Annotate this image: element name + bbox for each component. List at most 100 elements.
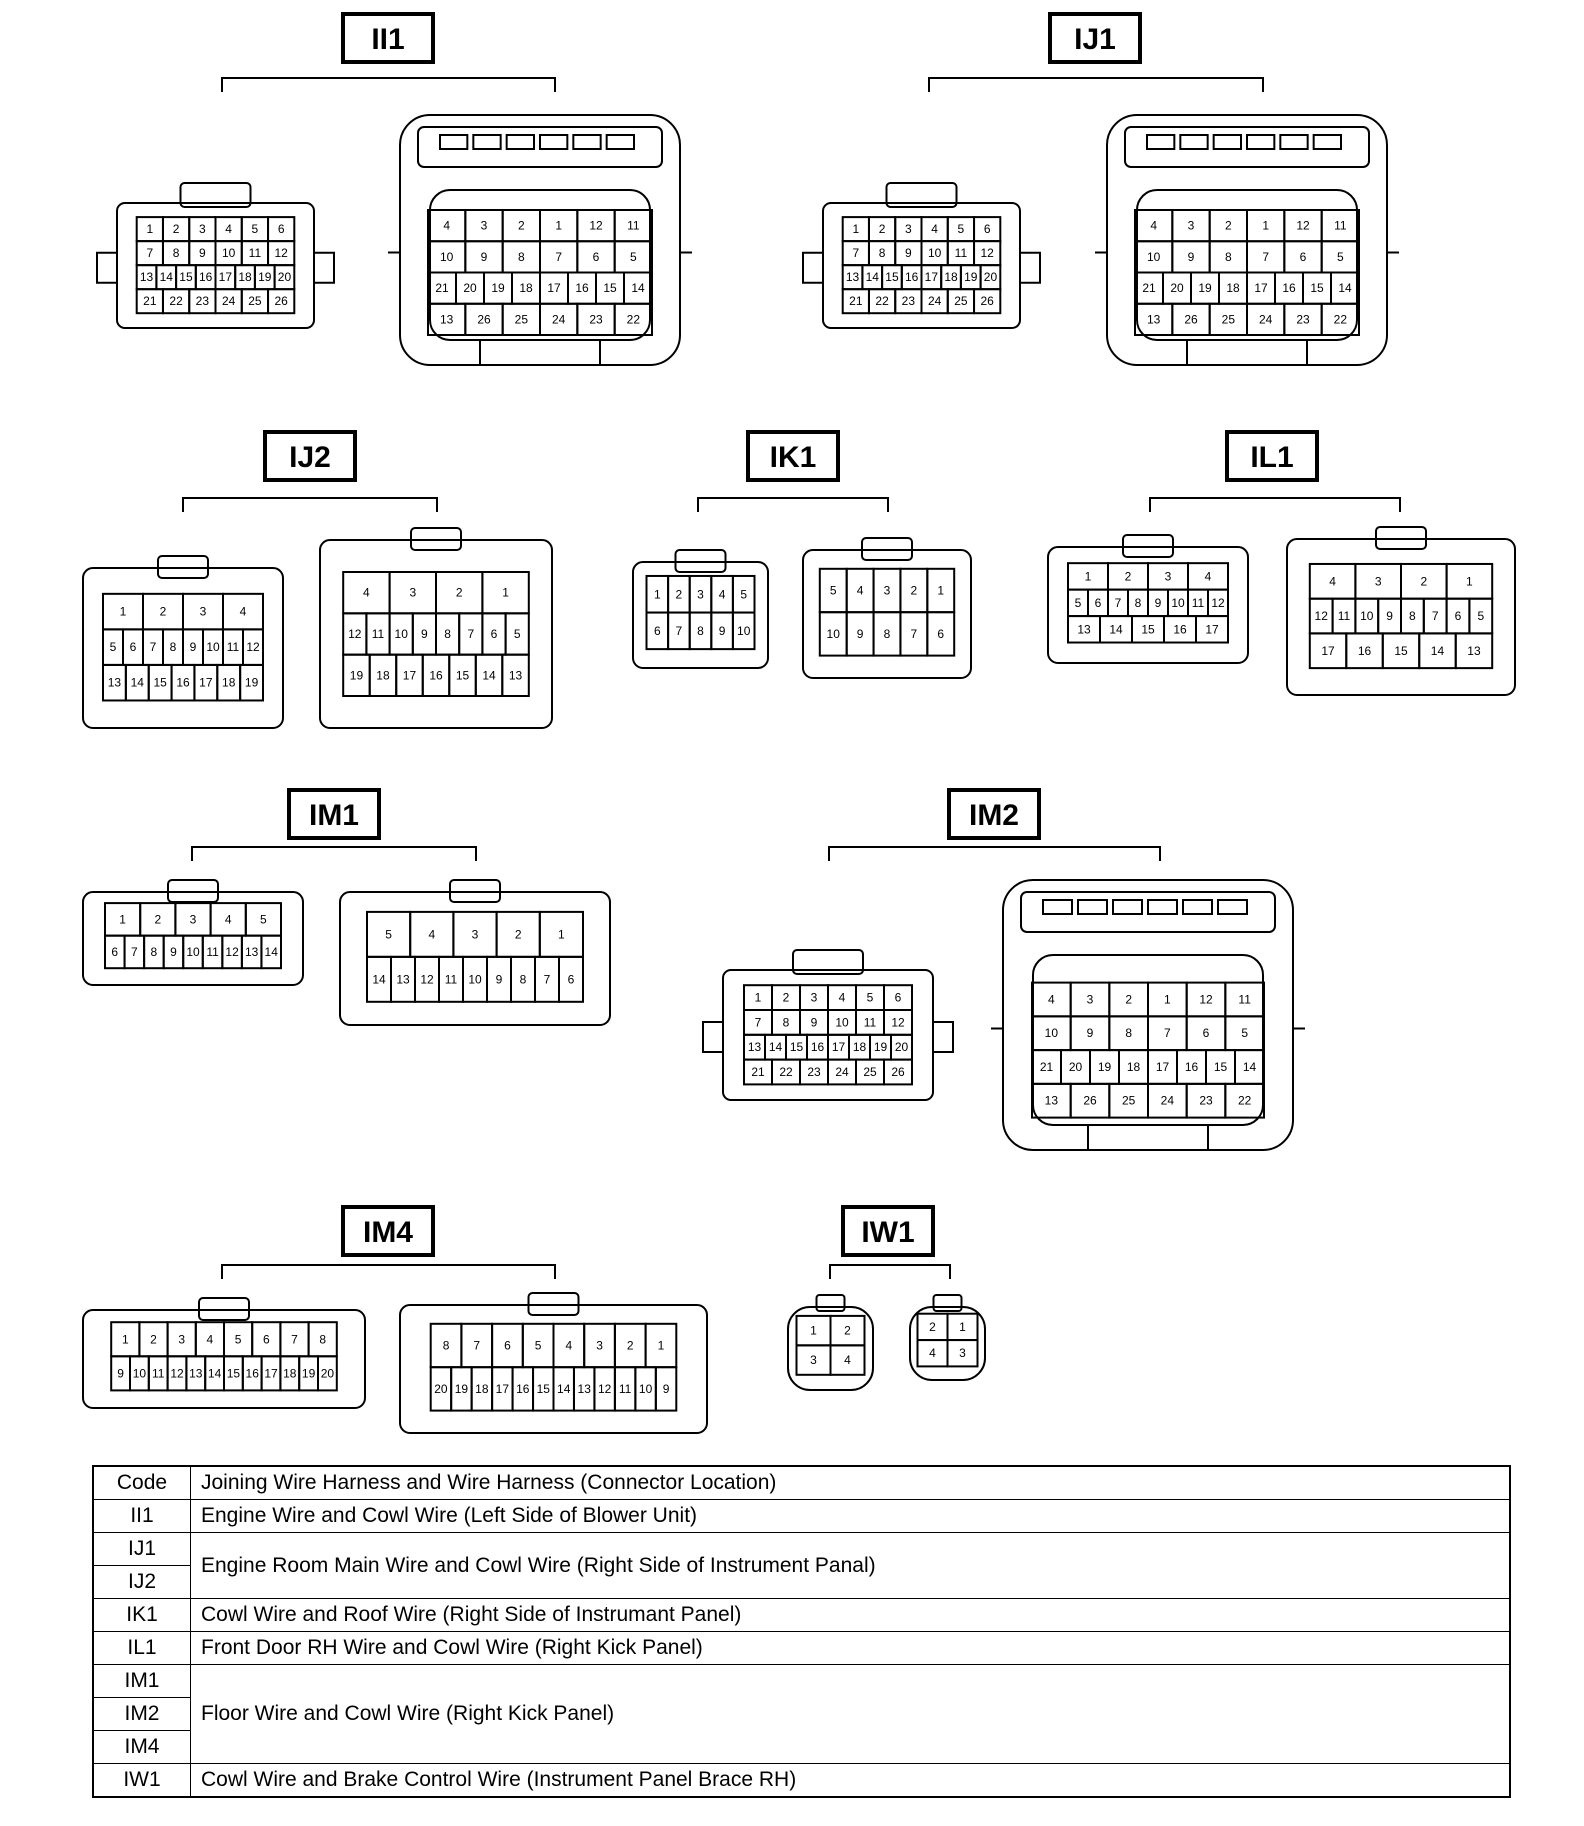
right-ij1-pin-cell: 15 <box>1302 271 1332 305</box>
left-ii1-pin-number: 22 <box>169 294 183 308</box>
right-il1-pin-number: 16 <box>1358 644 1372 658</box>
right-ij1-pin-number: 23 <box>1296 312 1310 326</box>
right-im1-pin-number: 10 <box>468 972 482 986</box>
left-im2-pin-cell: 3 <box>799 984 829 1012</box>
left-ij1-pin-cell: 1 <box>841 216 870 243</box>
right-il1-pin-number: 1 <box>1466 574 1473 588</box>
left-im1-pin-cell: 6 <box>104 934 126 970</box>
left-im1-pin-cell: 5 <box>244 902 283 937</box>
left-ik1-pin-number: 2 <box>676 587 683 601</box>
left-ij1-pin-number: 14 <box>866 270 880 284</box>
right-im2-pin-cell: 2 <box>1108 981 1150 1018</box>
left-ik1-pin-cell: 1 <box>645 574 670 614</box>
right-im2-pin-cell: 4 <box>1031 981 1072 1018</box>
right-ij2-pin-cell: 5 <box>504 612 530 656</box>
left-ij1-pin-cell: 6 <box>973 216 1002 243</box>
right-ii1-pin-cell: 8 <box>501 240 541 274</box>
left-ij2-pin-number: 11 <box>227 640 240 654</box>
left-im2-pin-cell: 17 <box>827 1033 850 1061</box>
left-im4-pin-number: 1 <box>122 1332 129 1346</box>
right-ij1-pin-number: 16 <box>1282 281 1296 295</box>
left-ij2-pin-number: 19 <box>245 676 259 690</box>
right-ij2-pin-number: 8 <box>444 627 451 641</box>
left-im1-pin-number: 11 <box>206 945 219 959</box>
left-ij2-pin-number: 4 <box>240 605 247 619</box>
left-im2-pin-cell: 25 <box>855 1058 885 1086</box>
left-im2-pin-number: 20 <box>895 1040 909 1054</box>
right-im2-pin-cell: 7 <box>1147 1015 1188 1052</box>
left-im2-pin-cell: 6 <box>883 984 913 1012</box>
left-ij1-pin-cell: 14 <box>861 264 884 291</box>
left-ii1-pin-number: 20 <box>278 270 292 284</box>
left-il1-pin-number: 5 <box>1075 596 1082 610</box>
right-ik1-pin-cell: 8 <box>872 611 902 657</box>
connector-label-box-ij1 <box>1048 12 1142 64</box>
left-ij1-pin-cell: 25 <box>946 288 976 315</box>
left-ii1-pin-cell: 24 <box>214 288 243 315</box>
right-il1-pin-number: 2 <box>1420 574 1427 588</box>
right-ii1-slot <box>472 134 502 150</box>
right-ik1-pin-number: 7 <box>911 627 918 641</box>
right-ij1-pin-number: 1 <box>1262 219 1269 233</box>
right-ij2-pin-cell: 9 <box>411 612 437 656</box>
right-ii1-pin-cell: 17 <box>539 271 569 305</box>
right-ij1-slot <box>1146 134 1176 150</box>
left-ij1-pin-number: 5 <box>958 222 965 236</box>
right-im4-pin-number: 8 <box>443 1339 450 1353</box>
left-ij2-pin-cell: 10 <box>202 628 224 666</box>
right-il1-pin-cell: 4 <box>1308 562 1357 600</box>
left-ij1-pin-cell: 21 <box>841 288 870 315</box>
right-il1-pin-cell: 10 <box>1354 597 1380 635</box>
right-ii1-pin-number: 4 <box>443 219 450 233</box>
left-ij2-pin-number: 15 <box>153 676 167 690</box>
left-im1-pin-cell: 4 <box>209 902 247 937</box>
right-im2-pin-number: 3 <box>1087 992 1094 1006</box>
left-im1-pin-number: 6 <box>111 945 118 959</box>
left-im2-pin-cell: 26 <box>883 1058 913 1086</box>
right-ii1-pin-cell: 20 <box>455 271 485 305</box>
left-iw1-pin-number: 3 <box>810 1353 817 1367</box>
left-im4-pin-cell: 8 <box>307 1321 338 1358</box>
right-im4-pin-number: 14 <box>557 1382 571 1396</box>
connector-label-box-ii1 <box>341 12 435 64</box>
right-ij2-pin-number: 12 <box>348 627 362 641</box>
right-im2-pin-number: 10 <box>1045 1026 1059 1040</box>
left-ij1-pin-cell: 26 <box>973 288 1002 315</box>
left-il1-pin-number: 15 <box>1141 622 1155 636</box>
left-im4-pin-number: 6 <box>263 1332 270 1346</box>
right-il1-pin-cell: 15 <box>1381 632 1421 670</box>
left-ij2-pin-box <box>239 663 264 702</box>
left-im1-pin-cell: 13 <box>240 934 263 970</box>
left-ij2-pin-number: 2 <box>160 605 167 619</box>
right-im4-pin-number: 12 <box>598 1382 612 1396</box>
left-im2-pin-number: 24 <box>835 1065 849 1079</box>
left-ii1-pin-number: 16 <box>199 270 213 284</box>
right-ii1-pin-cell: 24 <box>539 302 579 336</box>
right-im1-housing <box>339 891 611 1026</box>
right-im4-pin-cell: 2 <box>613 1322 647 1369</box>
left-im2-pin-number: 26 <box>891 1065 905 1079</box>
right-im1-pin-cell: 9 <box>486 955 512 1003</box>
left-ij1-pin-number: 19 <box>964 270 978 284</box>
left-ij1-pin-cell: 7 <box>841 240 870 267</box>
right-il1-pin-number: 7 <box>1432 609 1439 623</box>
right-ii1-pin-number: 18 <box>519 281 533 295</box>
right-ij1-pin-number: 12 <box>1296 219 1310 233</box>
left-il1-pin-cell: 2 <box>1107 562 1149 591</box>
right-ii1-pin-cell: 26 <box>464 302 504 336</box>
left-ij2-pin-cell: 6 <box>122 628 144 666</box>
legend-code-ik1: IK1 <box>92 1598 191 1632</box>
left-il1-pin-number: 12 <box>1211 596 1225 610</box>
legend-row-im4: IM4 <box>92 1730 1510 1764</box>
right-ij2-pin-cell: 14 <box>474 653 504 698</box>
right-ij1-pin-number: 8 <box>1225 250 1232 264</box>
left-il1-pin-number: 6 <box>1095 596 1102 610</box>
left-ij1-pin-cell: 5 <box>946 216 976 243</box>
left-ij1-pin-number: 24 <box>928 294 942 308</box>
right-il1-pin-cell: 11 <box>1331 597 1357 635</box>
connector-label-im4: IM4 <box>363 1216 413 1249</box>
right-im4-housing <box>399 1304 708 1434</box>
right-il1-pin-cell: 13 <box>1454 632 1494 670</box>
connector-label-box-ik1 <box>746 430 840 482</box>
